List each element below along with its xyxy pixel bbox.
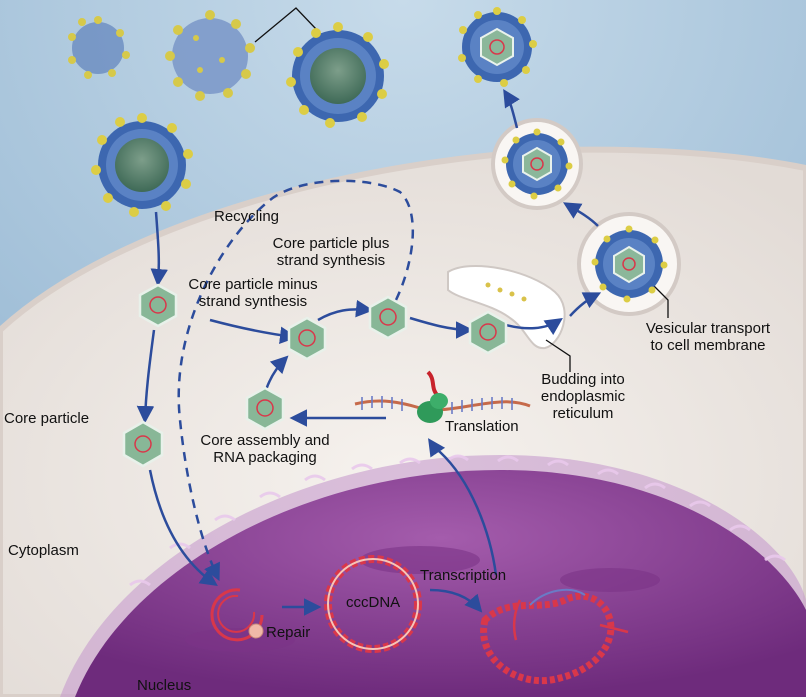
label-core-assembly: Core assembly and RNA packaging — [180, 432, 350, 466]
label-cytoplasm: Cytoplasm — [8, 542, 79, 559]
core-particles — [122, 283, 508, 468]
label-core-particle: Core particle — [4, 410, 90, 427]
core-particle-mature — [468, 310, 508, 355]
label-core-assembly-line1: Core assembly and — [200, 432, 330, 449]
label-budding-line1: Budding into — [541, 371, 625, 388]
core-particle-assembly — [245, 386, 285, 431]
core-particle-plus — [368, 295, 408, 340]
core-particle-entry — [138, 283, 178, 328]
label-recycling: Recycling — [214, 208, 280, 225]
label-vesicular-transport-line2: to cell membrane — [650, 337, 766, 354]
label-core-particle-minus: Core particle minus strand synthesis — [168, 276, 338, 310]
label-vesicular-transport-line1: Vesicular transport — [645, 320, 771, 337]
label-budding: Budding into endoplasmic reticulum — [528, 371, 638, 422]
virion-released — [458, 7, 537, 87]
virion-in-vesicle-lower — [591, 225, 668, 303]
recycling-path — [177, 179, 415, 582]
label-core-particle-minus-line1: Core particle minus — [188, 276, 318, 293]
label-vesicular-transport: Vesicular transport to cell membrane — [618, 320, 798, 354]
mrna-translation — [354, 370, 531, 423]
pathway-arrows — [136, 89, 602, 616]
cccdna-circle — [324, 555, 422, 653]
label-translation: Translation — [445, 418, 519, 435]
label-budding-line3: reticulum — [552, 405, 614, 422]
label-core-assembly-line2: RNA packaging — [213, 449, 317, 466]
virion-large — [165, 10, 255, 101]
label-core-particle-plus-line2: strand synthesis — [276, 252, 386, 269]
virion-in-vesicle-upper — [501, 128, 573, 200]
label-core-particle-plus-line1: Core particle plus — [272, 235, 390, 252]
label-transcription: Transcription — [420, 567, 507, 584]
label-nucleus: Nucleus — [137, 677, 192, 694]
rcdna-repair — [210, 588, 264, 642]
transcription-dna — [480, 588, 629, 685]
virion-small — [68, 16, 130, 79]
label-repair: Repair — [266, 624, 311, 641]
label-core-particle-minus-line2: strand synthesis — [198, 293, 308, 310]
label-budding-line2: endoplasmic — [540, 388, 626, 405]
label-cccdna: cccDNA — [346, 594, 401, 611]
virion-mature — [286, 22, 389, 128]
core-particle-cytoplasm — [122, 420, 164, 468]
core-particle-minus — [287, 316, 327, 361]
virion-entering — [91, 113, 193, 217]
label-core-particle-plus: Core particle plus strand synthesis — [256, 235, 406, 269]
